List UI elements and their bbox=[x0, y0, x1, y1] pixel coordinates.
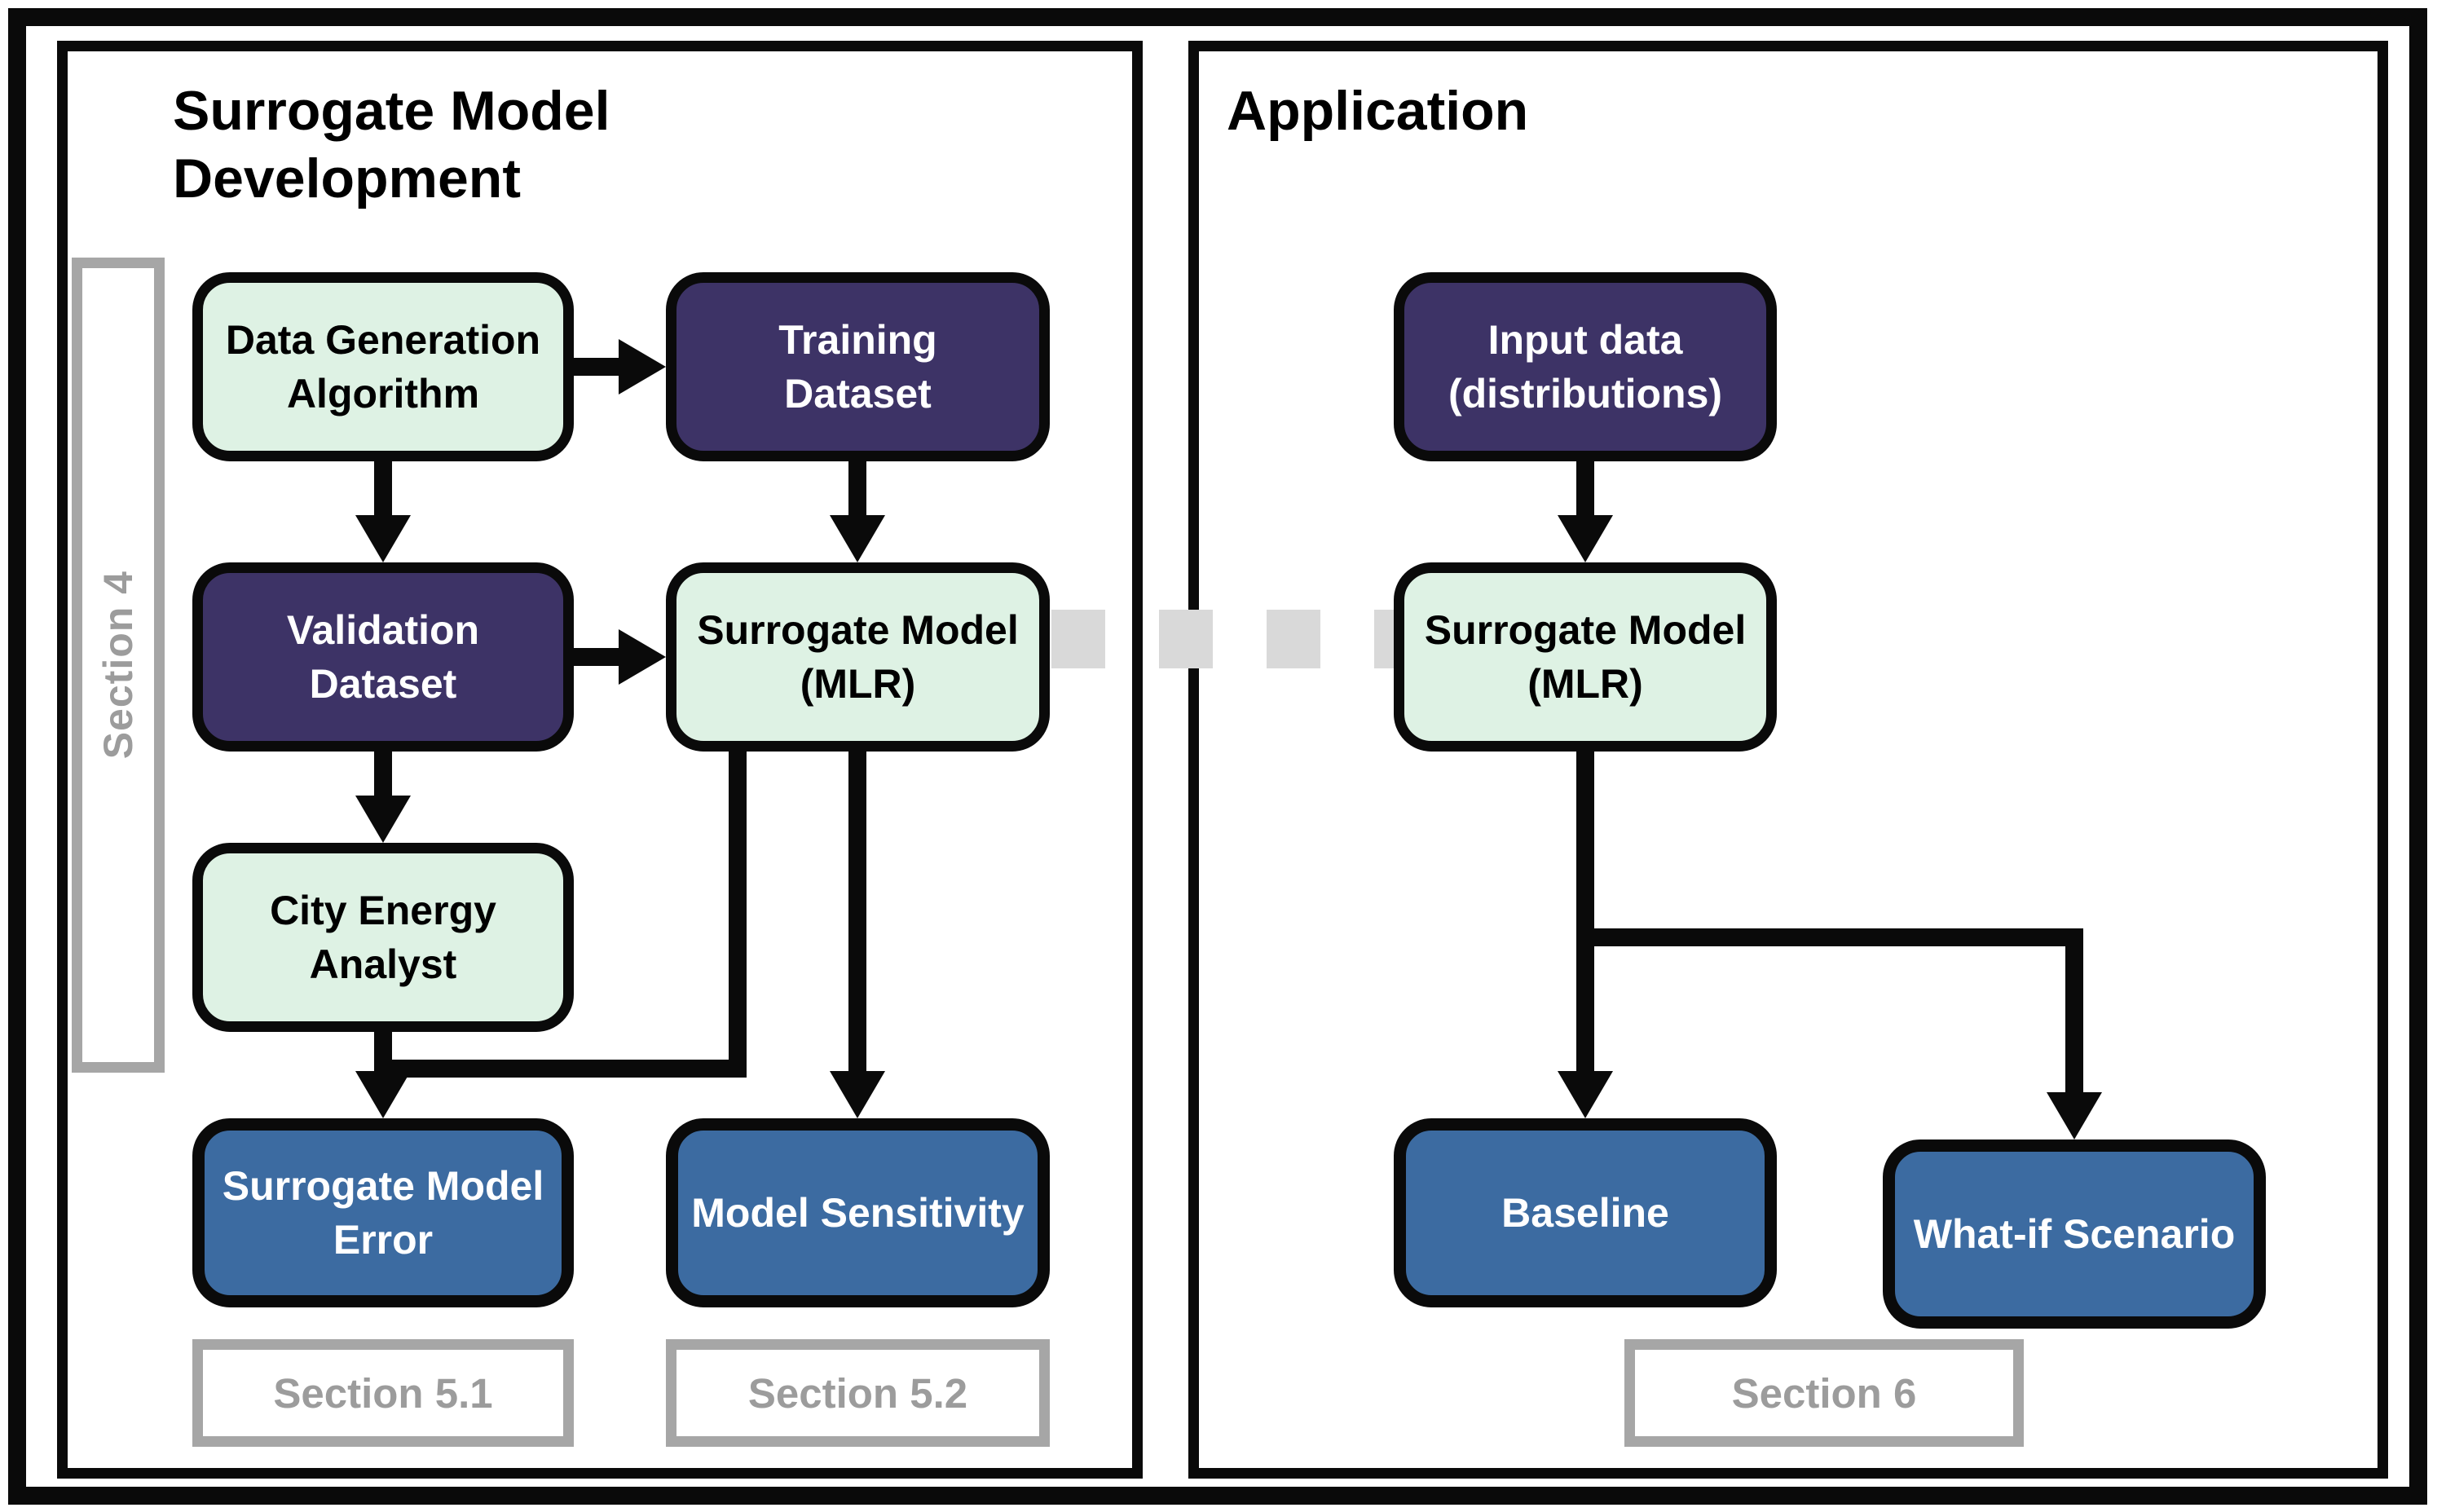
line-datagen-to-training bbox=[574, 358, 620, 376]
arrowhead-into-surrogate-model-left-side bbox=[619, 629, 666, 685]
node-surrogate-model-error: Surrogate Model Error bbox=[192, 1118, 574, 1307]
arrowhead-into-surrogate-model-right bbox=[1558, 515, 1613, 562]
node-whatif-scenario: What-if Scenario bbox=[1883, 1140, 2266, 1329]
node-city-energy-analyst: City Energy Analyst bbox=[192, 843, 574, 1032]
node-baseline: Baseline bbox=[1394, 1118, 1777, 1307]
arrowhead-into-model-sensitivity bbox=[830, 1071, 885, 1118]
arrowhead-into-baseline bbox=[1558, 1071, 1613, 1118]
node-data-generation-algorithm: Data Generation Algorithm bbox=[192, 272, 574, 461]
section-5-1-box: Section 5.1 bbox=[192, 1339, 574, 1447]
arrowhead-into-surrogate-model-error bbox=[355, 1071, 411, 1118]
line-branch-to-whatif bbox=[2065, 946, 2083, 1092]
node-surrogate-model-mlr-left: Surrogate Model (MLR) bbox=[666, 562, 1050, 752]
arrowhead-into-training-dataset bbox=[619, 339, 666, 395]
node-validation-dataset: Validation Dataset bbox=[192, 562, 574, 752]
line-surrogate-to-baseline bbox=[1576, 752, 1594, 1071]
node-model-sensitivity: Model Sensitivity bbox=[666, 1118, 1050, 1307]
section-6-box: Section 6 bbox=[1624, 1339, 2024, 1447]
line-validation-to-surrogate bbox=[574, 648, 620, 666]
node-training-dataset: Training Dataset bbox=[666, 272, 1050, 461]
line-datagen-to-validation bbox=[374, 461, 392, 515]
line-training-to-surrogate bbox=[848, 461, 866, 515]
arrowhead-into-whatif-scenario bbox=[2047, 1092, 2102, 1140]
line-surrogate-to-sensitivity bbox=[848, 752, 866, 1071]
line-inputdata-to-surrogate bbox=[1576, 461, 1594, 515]
node-surrogate-model-mlr-right: Surrogate Model (MLR) bbox=[1394, 562, 1777, 752]
dashed-link-surrogate-models bbox=[1051, 610, 1394, 668]
arrowhead-into-surrogate-model-left bbox=[830, 515, 885, 562]
line-validation-to-cityenergy bbox=[374, 752, 392, 796]
outer-border bbox=[8, 8, 2427, 1505]
section-4-box: Section 4 bbox=[72, 258, 165, 1073]
line-junction-bar-right bbox=[1576, 928, 2083, 946]
line-surrogate-down-stub bbox=[729, 752, 747, 1078]
right-panel-title: Application bbox=[1227, 80, 1529, 142]
line-junction-bar-left bbox=[374, 1060, 747, 1078]
node-input-data-distributions: Input data (distributions) bbox=[1394, 272, 1777, 461]
section-5-2-box: Section 5.2 bbox=[666, 1339, 1050, 1447]
section-4-label: Section 4 bbox=[95, 571, 141, 760]
arrowhead-into-city-energy-analyst bbox=[355, 796, 411, 843]
arrowhead-into-validation-dataset bbox=[355, 515, 411, 562]
left-panel-title: Surrogate Model Development bbox=[173, 80, 610, 209]
